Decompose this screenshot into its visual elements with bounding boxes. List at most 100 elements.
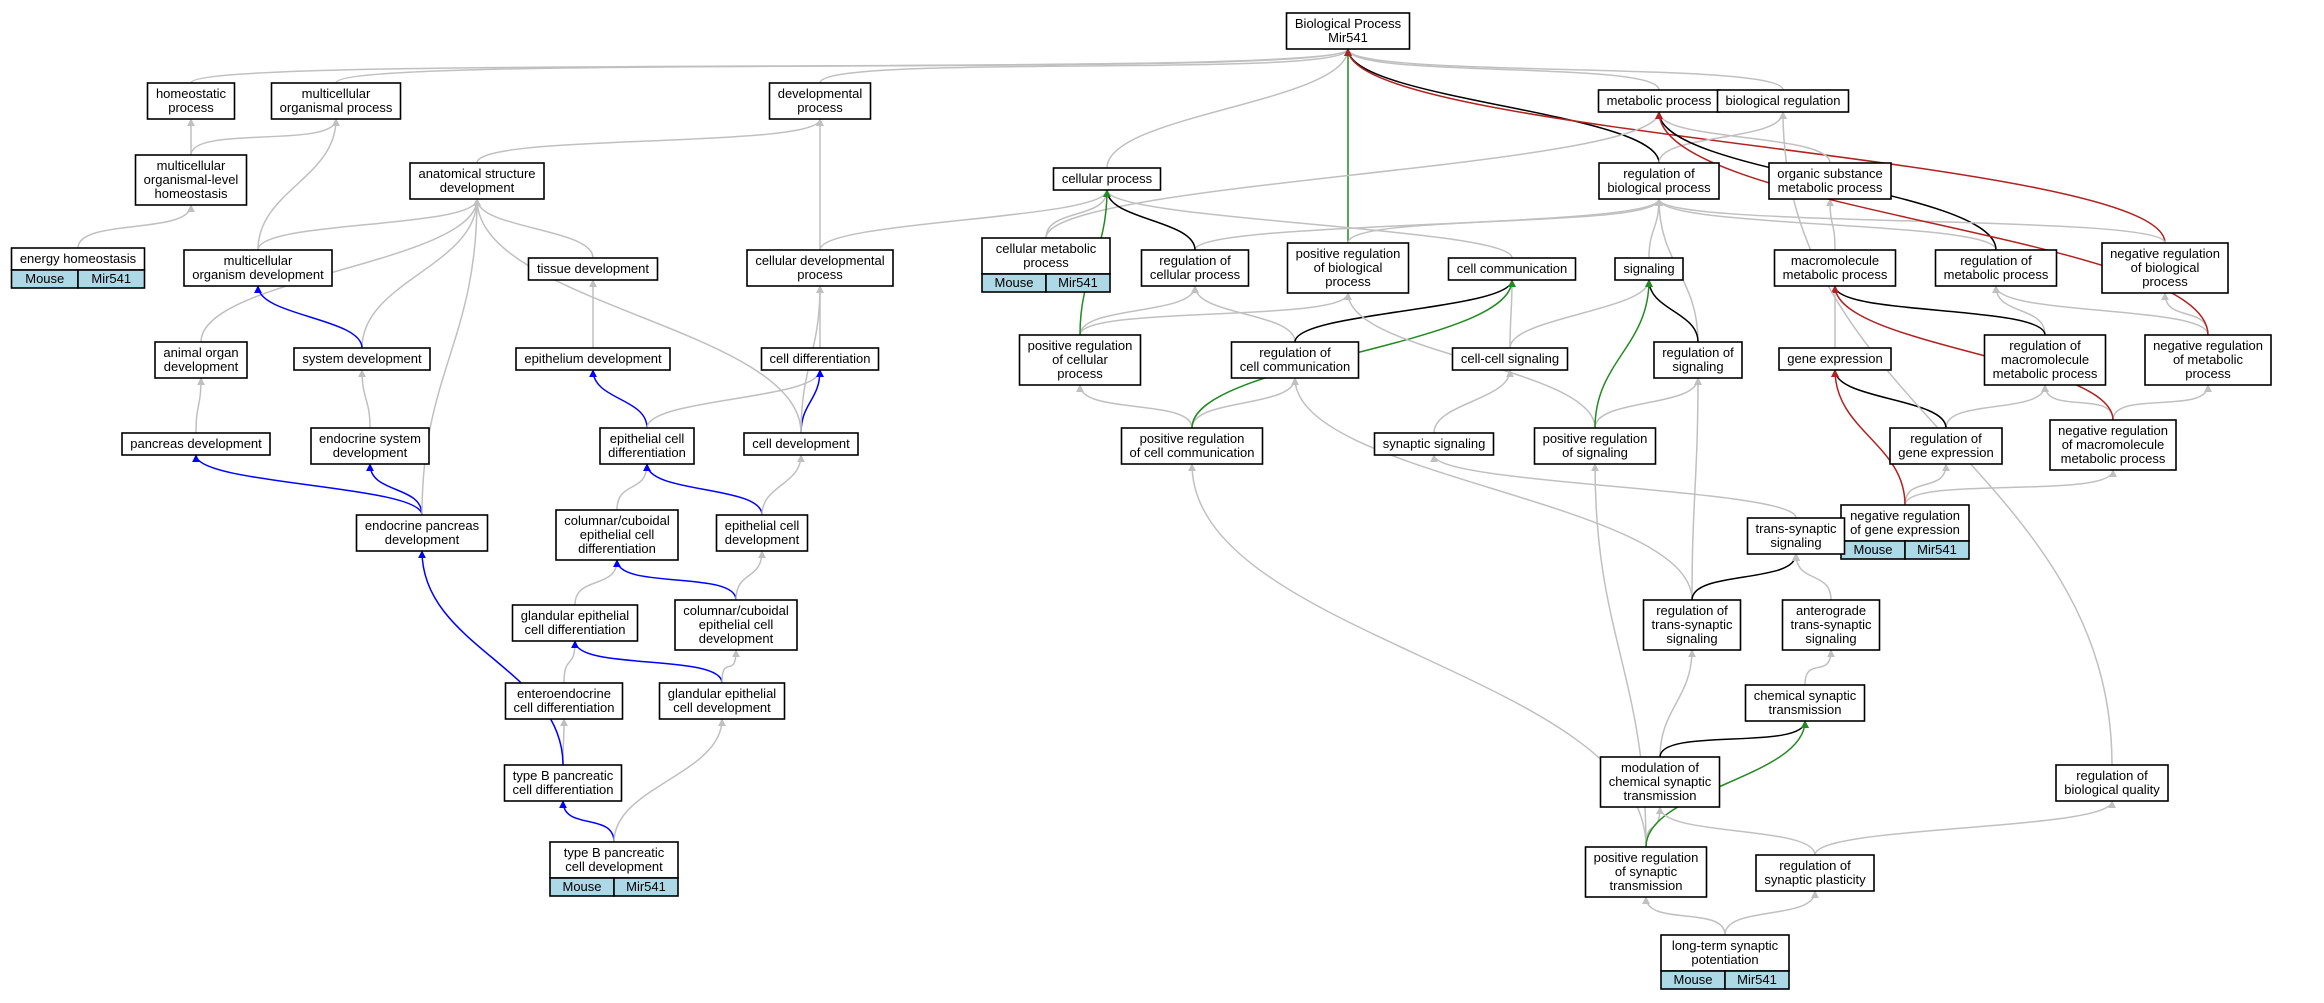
edge-is-a (1191, 377, 1299, 429)
node-box (981, 237, 1111, 275)
edge-is-a (1103, 189, 1513, 259)
node-box (2049, 419, 2177, 471)
node-signaling[interactable]: signaling (1614, 257, 1684, 281)
node-box (527, 257, 659, 281)
node-pancreas-dev[interactable]: pancreas development (121, 432, 271, 456)
node-label: cell communication (1240, 359, 1351, 374)
node-label: of biological (2131, 260, 2200, 275)
node-box (1889, 427, 2003, 465)
edge-is-a (574, 559, 621, 606)
edge-is-a (735, 550, 766, 601)
node-cell-dev[interactable]: cell development (743, 432, 859, 456)
edge-is-a (1509, 279, 1653, 349)
node-label: regulation of (2009, 338, 2081, 353)
node-gene-expr[interactable]: gene expression (1778, 347, 1892, 371)
node-label: anatomical structure (418, 166, 535, 181)
node-label: cell-cell signaling (1461, 351, 1559, 366)
edge-is-a (476, 118, 824, 164)
edge-is-a (1724, 890, 1819, 936)
node-epith-dev[interactable]: epithelium development (515, 347, 671, 371)
edge-part-of (800, 369, 824, 434)
edge-part-of (589, 369, 648, 429)
node-bio-reg[interactable]: biological regulation (1716, 89, 1850, 113)
annotation-species: Mouse (25, 271, 64, 286)
annotation-species: Mouse (994, 275, 1033, 290)
node-cell-proc[interactable]: cellular process (1052, 167, 1162, 191)
node-box (1533, 427, 1657, 465)
node-label: columnar/cuboidal (683, 603, 789, 618)
node-cell-comm[interactable]: cell communication (1447, 257, 1577, 281)
node-label: cell differentiation (513, 782, 614, 797)
node-cell-diff[interactable]: cell differentiation (760, 347, 880, 371)
edge-is-a (1344, 48, 1784, 91)
edge-is-a (190, 118, 340, 156)
node-cc-signaling[interactable]: cell-cell signaling (1451, 347, 1569, 371)
edge-is-a (1945, 384, 2049, 429)
node-label: type B pancreatic (564, 845, 665, 860)
node-label: system development (302, 351, 422, 366)
node-label: regulation of (1259, 345, 1331, 360)
edge-part-of (254, 285, 363, 349)
node-box (293, 347, 431, 371)
edge-is-a (1045, 111, 1663, 239)
node-tissue-dev[interactable]: tissue development (527, 257, 659, 281)
edge-is-a (361, 198, 481, 349)
node-box (1447, 257, 1577, 281)
node-metabolic[interactable]: metabolic process (1597, 89, 1721, 113)
node-label: regulation of (1159, 253, 1231, 268)
edge-is-a (257, 118, 340, 251)
node-synaptic-sig[interactable]: synaptic signaling (1373, 432, 1495, 456)
node-label: type B pancreatic (513, 768, 614, 783)
node-label: glandular epithelial (521, 608, 630, 623)
node-system-dev[interactable]: system development (293, 347, 431, 371)
